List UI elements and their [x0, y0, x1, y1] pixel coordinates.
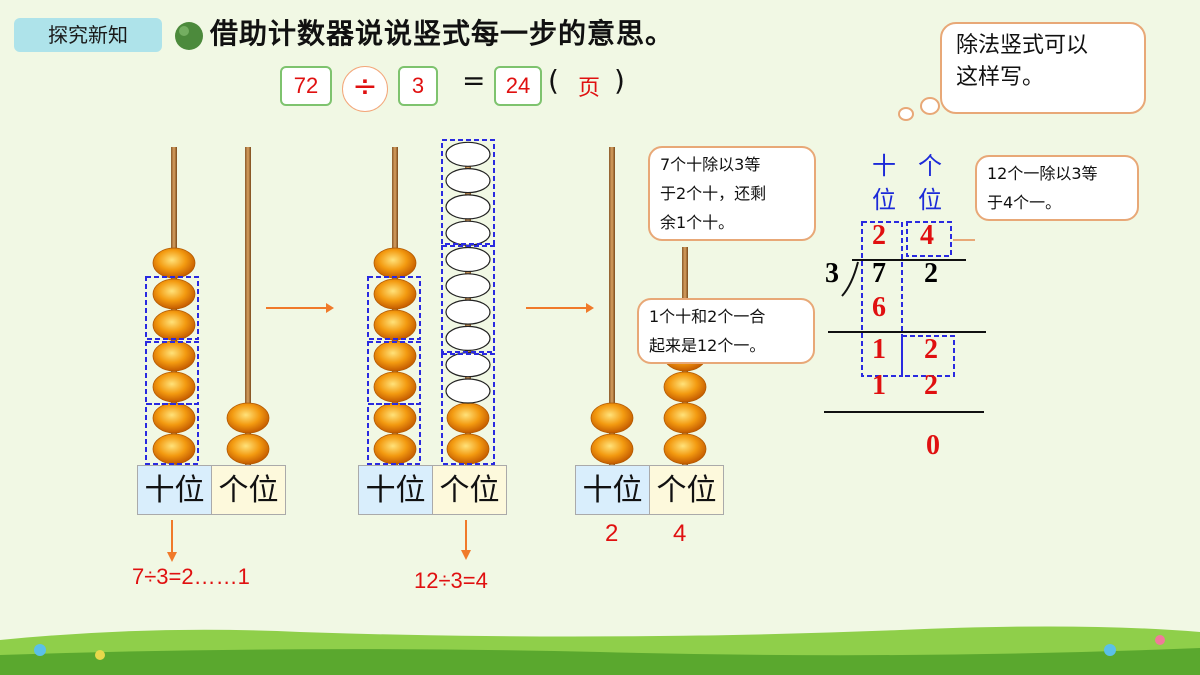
header-tens-1: 十	[872, 152, 896, 180]
page-title: 借助计数器说说竖式每一步的意思。	[210, 17, 675, 50]
bead	[373, 247, 417, 279]
callout1-line3: 余1个十。	[660, 213, 735, 232]
hollow-bead	[445, 246, 491, 273]
divide-operator: ÷	[342, 66, 388, 112]
callout-combine: 1个十和2个一合 起来是12个一。	[637, 298, 815, 364]
thought-line-2: 这样写。	[956, 65, 1045, 90]
hollow-bead	[445, 273, 491, 299]
bead	[663, 371, 707, 403]
abacus1-tens-label: 十位	[137, 465, 212, 515]
callout2-line1: 1个十和2个一合	[649, 307, 766, 326]
thought-cloud: 除法竖式可以 这样写。	[940, 22, 1146, 114]
quotient-box: 24	[494, 66, 542, 106]
callout2-line2: 起来是12个一。	[649, 336, 766, 355]
callout3-line2: 于4个一。	[987, 193, 1062, 212]
abacus3-tens-label: 十位	[575, 465, 650, 515]
hollow-bead	[445, 141, 491, 167]
abacus2-tens-label: 十位	[358, 465, 433, 515]
header-ones-2: 位	[918, 186, 942, 214]
bead	[152, 402, 196, 434]
ld-subtract-2-tens: 1	[872, 370, 886, 401]
bead	[152, 247, 196, 279]
unit-paren-open: (	[548, 64, 559, 97]
step1-calculation: 7÷3=2……1	[132, 564, 250, 589]
ld-remainder-tens: 1	[872, 334, 886, 365]
equals-sign: =	[462, 64, 486, 97]
bead	[152, 371, 196, 403]
ld-dividend-tens: 7	[872, 258, 886, 289]
bead	[152, 340, 196, 372]
hollow-bead	[445, 168, 491, 194]
callout-tens-division: 7个十除以3等 于2个十，还剩 余1个十。	[648, 146, 816, 241]
unit-paren-close: )	[614, 64, 625, 97]
ld-final-remainder: 0	[926, 430, 940, 461]
abacus3-ones-label: 个位	[649, 465, 724, 515]
bead	[152, 309, 196, 341]
bead	[446, 433, 490, 465]
callout1-line2: 于2个十，还剩	[660, 184, 767, 203]
ld-subtract-1: 6	[872, 292, 886, 323]
callout3-line1: 12个一除以3等	[987, 164, 1098, 183]
hollow-bead	[445, 378, 491, 404]
bead	[590, 402, 634, 434]
step2-calculation: 12÷3=4	[414, 568, 488, 593]
thought-line-1: 除法竖式可以	[956, 33, 1089, 58]
bead	[373, 402, 417, 434]
bead	[373, 309, 417, 341]
bead	[590, 433, 634, 465]
bead	[373, 433, 417, 465]
bead	[663, 402, 707, 434]
ld-divisor: 3	[825, 258, 839, 289]
abacus1-ones-label: 个位	[211, 465, 286, 515]
unit-label: 页	[578, 76, 601, 101]
quotient-ones: 4	[920, 220, 934, 251]
dividend-box: 72	[280, 66, 332, 106]
ld-subtract-2-ones: 2	[924, 370, 938, 401]
divisor-box: 3	[398, 66, 438, 106]
ld-remainder-ones: 2	[924, 334, 938, 365]
bead	[226, 402, 270, 434]
section-tag: 探究新知	[14, 18, 162, 52]
bead	[373, 340, 417, 372]
callout1-line1: 7个十除以3等	[660, 155, 761, 174]
thought-bubbles	[898, 97, 940, 121]
bead	[226, 433, 270, 465]
hollow-bead	[445, 194, 491, 220]
ld-dividend-ones: 2	[924, 258, 938, 289]
callout-ones-division: 12个一除以3等 于4个一。	[975, 155, 1139, 221]
hollow-bead	[445, 352, 491, 378]
header-ones-1: 个	[918, 152, 942, 180]
bead	[152, 278, 196, 310]
hollow-bead	[445, 325, 491, 351]
result-ones-digit: 4	[673, 520, 687, 547]
abacus2-ones-label: 个位	[432, 465, 507, 515]
green-dot-icon	[173, 20, 205, 52]
bead	[152, 433, 196, 465]
hollow-bead	[445, 299, 491, 325]
header-tens-2: 位	[872, 186, 896, 214]
bead	[373, 278, 417, 310]
result-tens-digit: 2	[605, 520, 619, 547]
bead	[663, 433, 707, 465]
bead	[373, 371, 417, 403]
quotient-tens: 2	[872, 220, 886, 251]
hollow-bead	[445, 220, 491, 246]
bead	[446, 402, 490, 434]
